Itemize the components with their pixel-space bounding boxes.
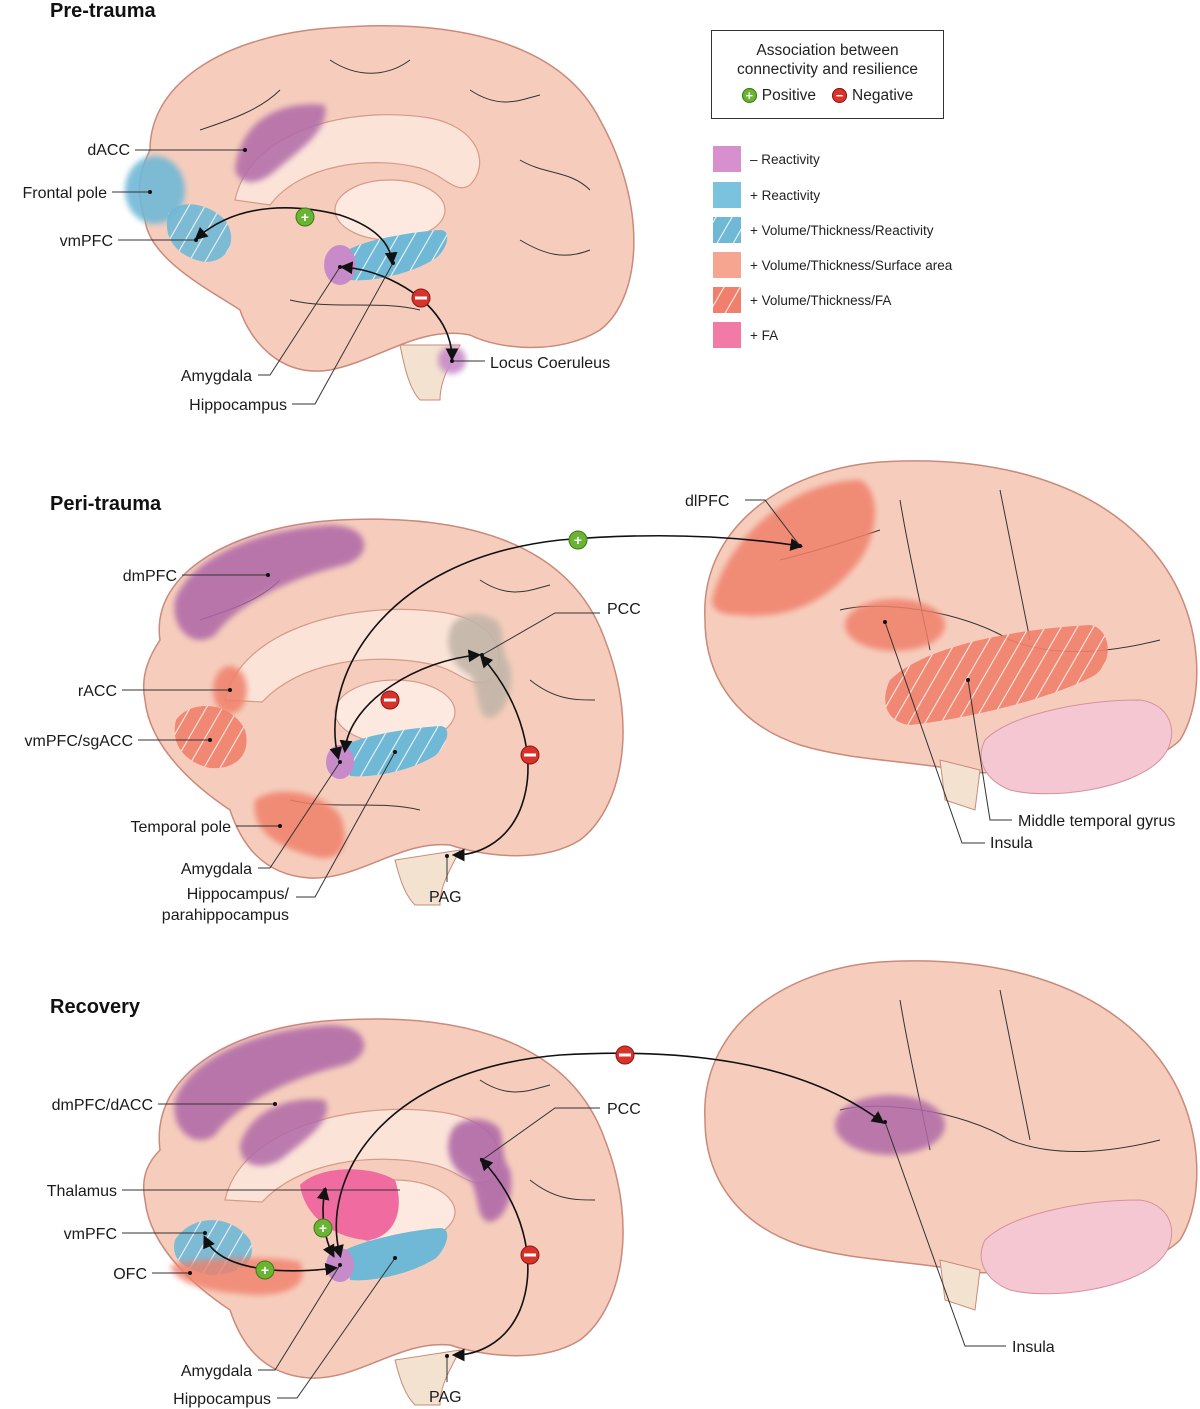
svg-text:+: + xyxy=(574,532,582,548)
label-locus-coeruleus: Locus Coeruleus xyxy=(490,355,610,372)
arrow-pcc-pag xyxy=(451,654,529,862)
association-title-line2: connectivity and resilience xyxy=(737,61,918,78)
label-ofc: OFC xyxy=(113,1266,147,1283)
label-vmpfc-recovery: vmPFC xyxy=(64,1226,117,1243)
label-temporal-pole: Temporal pole xyxy=(131,819,232,836)
label-hippocampus-peri-2: parahippocampus xyxy=(162,907,289,924)
label-dmpfc: dmPFC xyxy=(123,568,177,585)
region-dmpfc-dacc-lower xyxy=(240,1099,327,1166)
arrow-pcc-pag-recovery xyxy=(451,1157,529,1362)
label-racc: rACC xyxy=(78,683,117,700)
label-pag-peri: PAG xyxy=(429,889,462,906)
negative-sign-recovery-1 xyxy=(615,1045,635,1065)
legend-item-label: + Volume/Thickness/FA xyxy=(750,293,891,308)
label-hippocampus-recovery: Hippocampus xyxy=(173,1391,271,1408)
region-dmpfc-peri xyxy=(174,525,365,641)
region-temporal-pole xyxy=(254,791,345,859)
panel-title-peri: Peri-trauma xyxy=(50,493,162,515)
arrow-amygdala-insula xyxy=(331,1052,885,1259)
negative-sign-peri-1 xyxy=(380,690,400,710)
panel-recovery: Recovery xyxy=(47,960,1198,1408)
region-vmpfc-sgacc xyxy=(174,706,247,769)
legend-negative: −Negative xyxy=(832,87,913,105)
label-insula-recovery: Insula xyxy=(1012,1339,1055,1356)
label-mtg: Middle temporal gyrus xyxy=(1018,813,1175,830)
region-insula-peri xyxy=(845,599,945,651)
legend-swatch-pos-reactivity xyxy=(713,182,741,208)
label-amygdala-peri: Amygdala xyxy=(181,861,252,878)
arrow-vmpfc-hippocampus xyxy=(194,207,398,266)
association-legend-row: +Positive −Negative xyxy=(712,87,943,105)
label-vmpfc-sgacc: vmPFC/sgACC xyxy=(25,733,133,750)
label-hippocampus-peri-1: Hippocampus/ xyxy=(187,886,290,903)
positive-sign-recovery-2: + xyxy=(255,1260,275,1280)
association-title-line1: Association between xyxy=(756,42,899,59)
label-frontal-pole: Frontal pole xyxy=(23,185,108,202)
label-pcc-peri: PCC xyxy=(607,601,641,618)
brain-lateral-recovery xyxy=(704,960,1198,1311)
label-insula-peri: Insula xyxy=(990,835,1033,852)
arrow-amygdala-locus xyxy=(339,261,459,362)
label-dlpfc: dlPFC xyxy=(685,493,729,510)
legend-swatch-neg-reactivity xyxy=(713,146,741,172)
positive-sign-peri: + xyxy=(568,530,588,550)
negative-sign-pre xyxy=(411,288,431,308)
leader-hippocampus-pre xyxy=(292,262,394,405)
region-insula-recovery xyxy=(835,1095,945,1155)
legend-item-label: + Volume/Thickness/Reactivity xyxy=(750,223,934,238)
region-middle-temporal-gyrus xyxy=(885,625,1108,725)
plus-icon: + xyxy=(741,88,757,104)
association-legend-title: Association between connectivity and res… xyxy=(712,41,943,79)
panel-peri-trauma: Peri-trauma xyxy=(25,460,1198,924)
label-vmpfc-pre: vmPFC xyxy=(60,233,113,250)
legend-item-label: + Reactivity xyxy=(750,188,820,203)
svg-text:+: + xyxy=(261,1262,269,1278)
panel-title-recovery: Recovery xyxy=(50,996,141,1018)
legend-positive-label: Positive xyxy=(761,87,817,104)
legend-swatch-fa xyxy=(713,322,741,348)
region-dmpfc-dacc-upper xyxy=(174,1025,365,1141)
label-dacc: dACC xyxy=(87,142,130,159)
leader-amygdala-pre xyxy=(258,266,341,376)
region-dacc-pre xyxy=(235,104,326,182)
legend-item-label: – Reactivity xyxy=(750,152,820,167)
positive-sign-pre: + xyxy=(295,207,315,227)
label-amygdala-recovery: Amygdala xyxy=(181,1363,252,1380)
arrow-vmpfc-amygdala xyxy=(203,1235,339,1276)
legend-swatch-vol-surface xyxy=(713,252,741,278)
legend-negative-label: Negative xyxy=(852,87,914,104)
label-hippocampus-pre: Hippocampus xyxy=(189,397,287,414)
legend-swatch-vol-reactivity xyxy=(713,217,741,243)
legend-positive: +Positive xyxy=(741,87,817,105)
legend-swatch-vol-fa xyxy=(713,287,741,313)
label-dmpfc-dacc: dmPFC/dACC xyxy=(52,1097,153,1114)
association-legend: Association between connectivity and res… xyxy=(711,30,944,119)
region-frontal-pole-pre xyxy=(125,156,185,224)
panel-title-pre: Pre-trauma xyxy=(50,0,156,22)
positive-sign-recovery-1: + xyxy=(313,1218,333,1238)
legend-swatches: – Reactivity + Reactivity + Volume/Thick… xyxy=(713,146,953,348)
label-thalamus: Thalamus xyxy=(47,1183,117,1200)
label-pcc-recovery: PCC xyxy=(607,1101,641,1118)
panel-pre-trauma: Pre-trauma + xyxy=(23,0,635,414)
legend-item-label: + FA xyxy=(750,328,778,343)
svg-text:+: + xyxy=(301,209,309,225)
label-pag-recovery: PAG xyxy=(429,1389,462,1406)
minus-icon: − xyxy=(832,88,848,104)
negative-sign-peri-2 xyxy=(520,745,540,765)
legend-item-label: + Volume/Thickness/Surface area xyxy=(750,258,953,273)
label-amygdala-pre: Amygdala xyxy=(181,368,252,385)
negative-sign-recovery-2 xyxy=(520,1245,540,1265)
svg-text:+: + xyxy=(319,1220,327,1236)
